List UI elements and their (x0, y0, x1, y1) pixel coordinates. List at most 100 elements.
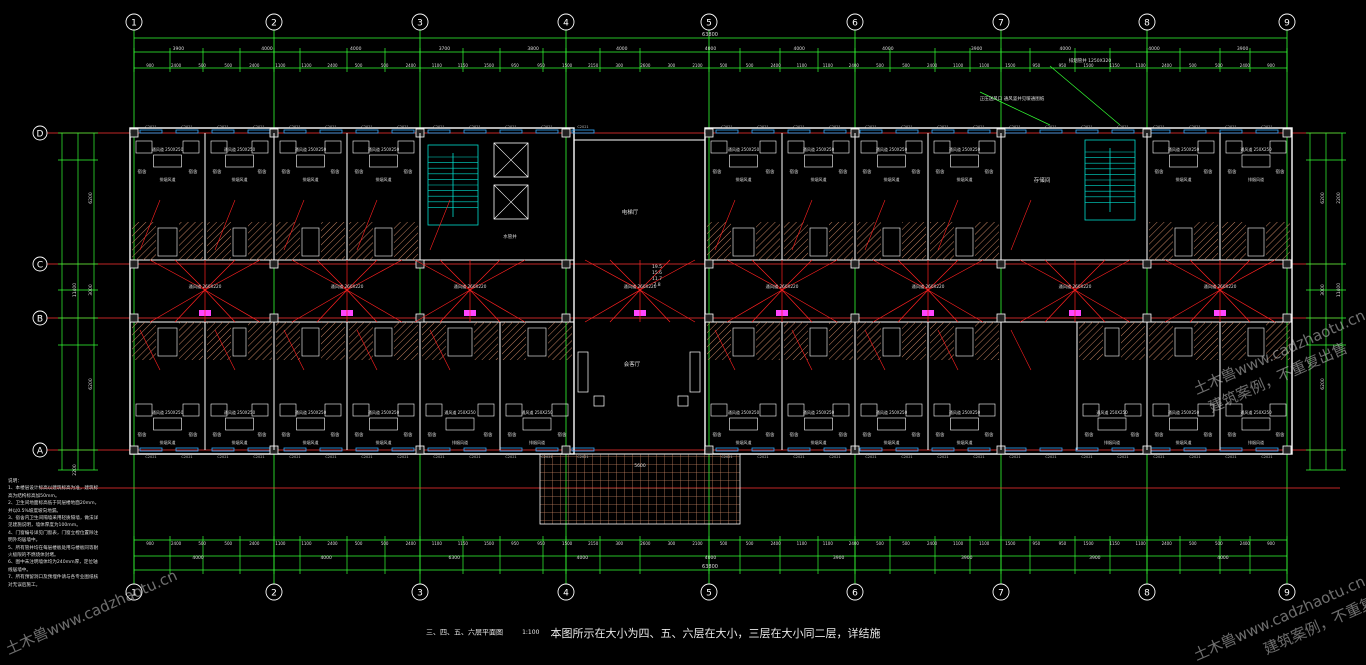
bathroom-hatch (975, 222, 999, 260)
window (571, 129, 595, 134)
window-tag: C2021 (325, 125, 336, 129)
axis-bubble (992, 583, 1010, 601)
desk (445, 417, 475, 431)
leader-line (584, 259, 641, 291)
vent-label: 排烟风道 (884, 176, 900, 182)
note-item: 7、所有预留洞口及预埋件请与各专业图纸核对无误后施工。 (8, 575, 99, 588)
leader-line (927, 259, 959, 291)
room-label: 宿舍 (258, 168, 267, 175)
central-hall (573, 139, 706, 455)
bed (832, 140, 850, 154)
axis-number: 1 (131, 19, 137, 29)
dimension-text: 1100 (797, 63, 808, 68)
dimension-text: 500 (355, 541, 363, 546)
room-label: 宿舍 (985, 431, 994, 438)
leader-line (639, 259, 671, 291)
leader-line (1189, 259, 1221, 291)
dimension-text: 1100 (275, 541, 286, 546)
bed (1197, 403, 1215, 417)
dimension-text: 1100 (953, 541, 964, 546)
room-label: 宿舍 (331, 168, 340, 175)
hall-label: 电梯厅 (622, 208, 639, 216)
leader-line (149, 289, 206, 323)
bathroom-hatch (179, 322, 203, 360)
room-label: 宿舍 (404, 431, 413, 438)
window-tag: C2021 (1261, 125, 1272, 129)
dimension-text: 1500 (562, 63, 573, 68)
dimension-text: 1500 (484, 63, 495, 68)
general-notes: 说明： 1、本楼层设计标高以建筑标高为准，建筑标高为结构标高加50mm。 2、卫… (8, 478, 100, 589)
leader-line (726, 259, 783, 291)
dimension-text: 1100 (979, 63, 990, 68)
column (704, 259, 714, 269)
dimension-text: 950 (1033, 541, 1041, 546)
window (319, 447, 343, 452)
dimension-text: 2600 (640, 541, 651, 546)
bathroom-hatch (1194, 222, 1218, 260)
leader-line (439, 259, 471, 291)
leader-line (214, 329, 236, 371)
bed (251, 140, 269, 154)
window-tag: C2021 (1009, 455, 1020, 459)
bed (1269, 140, 1287, 154)
leader-line (714, 199, 736, 251)
window (787, 129, 811, 134)
axis-bubble (1278, 13, 1296, 31)
leader-line (316, 259, 348, 291)
room-label: 宿舍 (331, 431, 340, 438)
window-tag: C2021 (973, 125, 984, 129)
dimension-text: 6200 (88, 378, 94, 390)
vent-label: 通风道 250X250 (1168, 409, 1200, 415)
window (391, 447, 415, 452)
bed (135, 403, 153, 417)
dimension-text: 900 (1267, 63, 1275, 68)
room-label: 宿舍 (912, 431, 921, 438)
bathroom-hatch (276, 222, 300, 260)
axis-letter: D (37, 130, 44, 140)
bathroom-hatch (474, 322, 498, 360)
window (355, 447, 379, 452)
bathroom-hatch (829, 222, 853, 260)
axis-number: 5 (706, 589, 712, 599)
dimension-text: 4000 (705, 555, 717, 561)
dimension-text: 500 (198, 63, 206, 68)
column (704, 313, 714, 323)
window (823, 447, 847, 452)
dimension-text: 2400 (927, 541, 938, 546)
duct-label: 通风道 260X220 (189, 283, 222, 290)
bathroom (157, 227, 178, 257)
dimension-text: 4000 (616, 46, 628, 52)
column (561, 313, 571, 323)
desk (369, 417, 398, 431)
window (931, 129, 955, 134)
dimension-text: 500 (902, 63, 910, 68)
desk (729, 417, 758, 431)
leader-line (174, 289, 206, 323)
leader-line (791, 199, 813, 251)
axis-letter: B (37, 315, 43, 325)
elevator-shaft (493, 184, 529, 220)
bathroom-hatch (1121, 322, 1145, 360)
axis-bubble (846, 583, 864, 601)
dimension-text: 1100 (301, 63, 312, 68)
axis-bubble (32, 442, 48, 458)
room-label: 宿舍 (1155, 431, 1164, 438)
leader-line (469, 259, 526, 291)
leader-line (927, 289, 984, 323)
leader-line (864, 329, 886, 371)
window-tag: C2021 (1153, 125, 1164, 129)
duct-label: 通风道 260X220 (454, 283, 487, 290)
leader-lines (139, 65, 1276, 371)
axis-bubble (411, 13, 429, 31)
bathroom-hatch (930, 222, 954, 260)
leader-line (1049, 65, 1121, 126)
dimension-text: 11400 (1336, 283, 1342, 297)
window-tag: C2021 (253, 455, 264, 459)
vent-label: 排烟风道 (884, 439, 900, 445)
window-tag: C2021 (577, 455, 588, 459)
leader-line (609, 289, 641, 323)
entrance-canopy (539, 453, 741, 525)
dimension-text: 500 (381, 63, 389, 68)
axis-bubble (557, 13, 575, 31)
